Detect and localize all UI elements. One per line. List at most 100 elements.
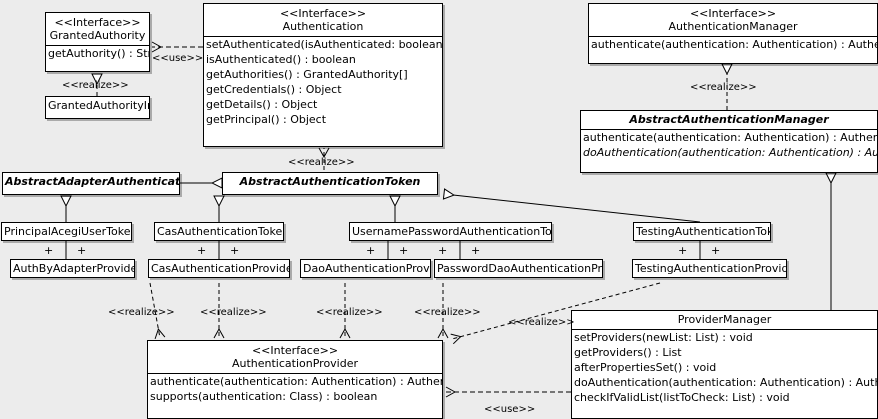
class-granted-authority-impl[interactable]: GrantedAuthorityImpl (45, 96, 150, 119)
class-name: AbstractAdapterAuthenticationToken (5, 175, 180, 188)
class-header: DaoAuthenticationProvider (301, 260, 430, 277)
operation: getDetails() : Object (206, 98, 318, 111)
edge-label-realize-testing: <<realize>> (508, 317, 575, 328)
edge-label-realize-cas: <<realize>> (200, 307, 267, 318)
class-header: AbstractAuthenticationManager (581, 111, 877, 129)
class-auth-by-adapter-provider[interactable]: AuthByAdapterProvider (10, 259, 135, 278)
stereotype-label: <<Interface>> (279, 7, 367, 20)
class-header: <<Interface>> AuthenticationManager (589, 4, 877, 36)
class-header: <<Interface>> Authentication (204, 4, 442, 36)
operation: afterPropertiesSet() : void (574, 361, 717, 374)
class-name: AuthByAdapterProvider (13, 262, 135, 275)
operation: doAuthentication(authentication: Authent… (574, 376, 877, 389)
class-principal-acegi-user-token[interactable]: PrincipalAcegiUserToken (1, 222, 132, 241)
operation: authenticate(authentication: Authenticat… (591, 38, 877, 51)
operations-compartment: setProviders(newList: List) : void getPr… (572, 329, 877, 405)
operation: authenticate(authentication: Authenticat… (150, 375, 442, 388)
edge-label-realize-authentication-manager: <<realize>> (690, 82, 757, 93)
class-testing-authentication-provider[interactable]: TestingAuthenticationProvider (632, 259, 787, 278)
class-name: Authentication (282, 20, 364, 33)
class-header: UsernamePasswordAuthenticationToken (350, 223, 552, 240)
class-authentication-manager[interactable]: <<Interface>> AuthenticationManager auth… (588, 3, 878, 64)
class-name: GrantedAuthority (49, 29, 146, 42)
class-name: CasAuthenticationToken (157, 225, 284, 238)
class-name: AuthenticationManager (668, 20, 798, 33)
stereotype-label: <<Interface>> (689, 7, 777, 20)
operations-compartment: authenticate(authentication: Authenticat… (589, 36, 877, 52)
operations-compartment: authenticate(authentication: Authenticat… (148, 373, 442, 404)
operation: getAuthorities() : GrantedAuthority[] (206, 68, 408, 81)
operation: setAuthenticated(isAuthenticated: boolea… (206, 38, 443, 51)
class-abstract-authentication-token[interactable]: AbstractAuthenticationToken (222, 172, 438, 195)
class-name: TestingAuthenticationProvider (635, 262, 787, 275)
operation: setProviders(newList: List) : void (574, 331, 753, 344)
association-marker: + (711, 244, 721, 257)
class-abstract-adapter-authentication-token[interactable]: AbstractAdapterAuthenticationToken (2, 172, 180, 195)
edge-label-use-authentication: <<use>> (152, 53, 204, 64)
class-name: AbstractAuthenticationToken (239, 175, 421, 188)
edge-label-use-provider-manager: <<use>> (484, 404, 536, 415)
class-granted-authority[interactable]: <<Interface>> GrantedAuthority getAuthor… (45, 12, 150, 72)
association-marker: + (77, 244, 87, 257)
class-username-password-authentication-token[interactable]: UsernamePasswordAuthenticationToken (349, 222, 552, 241)
class-testing-authentication-token[interactable]: TestingAuthenticationToken (633, 222, 771, 241)
edge-label-realize-granted-authority-impl: <<realize>> (62, 80, 129, 91)
class-dao-authentication-provider[interactable]: DaoAuthenticationProvider (300, 259, 431, 278)
stereotype-label: <<Interface>> (251, 344, 339, 357)
class-authentication[interactable]: <<Interface>> Authentication setAuthenti… (203, 3, 443, 147)
edge-label-realize-auth-by-adapter: <<realize>> (108, 307, 175, 318)
edge-label-realize-dao: <<realize>> (316, 307, 383, 318)
class-abstract-authentication-manager[interactable]: AbstractAuthenticationManager authentica… (580, 110, 878, 173)
class-header: AbstractAdapterAuthenticationToken (3, 173, 179, 191)
class-header: TestingAuthenticationProvider (633, 260, 787, 277)
class-authentication-provider[interactable]: <<Interface>> AuthenticationProvider aut… (147, 340, 443, 419)
operation: getCredentials() : Object (206, 83, 342, 96)
operation: getPrincipal() : Object (206, 113, 327, 126)
operations-compartment: setAuthenticated(isAuthenticated: boolea… (204, 36, 442, 127)
class-header: AbstractAuthenticationToken (223, 173, 437, 191)
class-cas-authentication-token[interactable]: CasAuthenticationToken (154, 222, 284, 241)
class-header: <<Interface>> GrantedAuthority (46, 13, 149, 45)
class-name: GrantedAuthorityImpl (48, 99, 149, 112)
class-cas-authentication-provider[interactable]: CasAuthenticationProvider (148, 259, 290, 278)
class-name: PrincipalAcegiUserToken (4, 225, 132, 238)
edge-label-realize-password-dao: <<realize>> (414, 307, 481, 318)
association-marker: + (471, 244, 481, 257)
operation: supports(authentication: Class) : boolea… (150, 390, 378, 403)
class-name: PasswordDaoAuthenticationProvider (437, 262, 602, 275)
class-name: CasAuthenticationProvider (151, 262, 290, 275)
association-marker: + (399, 244, 409, 257)
class-name: TestingAuthenticationToken (636, 225, 770, 238)
operation: authenticate(authentication: Authenticat… (583, 131, 877, 144)
class-name: ProviderManager (677, 313, 772, 326)
class-provider-manager[interactable]: ProviderManager setProviders(newList: Li… (571, 310, 878, 419)
association-marker: + (366, 244, 376, 257)
stereotype-label: <<Interface>> (54, 16, 141, 29)
association-marker: + (197, 244, 207, 257)
operations-compartment: authenticate(authentication: Authenticat… (581, 129, 877, 160)
operation: checkIfValidList(listToCheck: List) : vo… (574, 391, 790, 404)
class-password-dao-authentication-provider[interactable]: PasswordDaoAuthenticationProvider (434, 259, 603, 278)
class-name: UsernamePasswordAuthenticationToken (352, 225, 552, 238)
operation: doAuthentication(authentication: Authent… (583, 146, 877, 159)
class-header: PasswordDaoAuthenticationProvider (435, 260, 602, 277)
class-header: CasAuthenticationProvider (149, 260, 290, 277)
operation: getAuthority() : String (48, 47, 149, 60)
class-name: AuthenticationProvider (231, 357, 359, 370)
class-header: CasAuthenticationToken (155, 223, 284, 240)
association-marker: + (438, 244, 448, 257)
class-name: DaoAuthenticationProvider (303, 262, 430, 275)
operation: isAuthenticated() : boolean (206, 53, 356, 66)
class-header: <<Interface>> AuthenticationProvider (148, 341, 442, 373)
class-header: ProviderManager (572, 311, 877, 329)
association-marker: + (678, 244, 688, 257)
class-header: TestingAuthenticationToken (634, 223, 770, 240)
class-header: GrantedAuthorityImpl (46, 97, 149, 115)
association-marker: + (230, 244, 240, 257)
operation: getProviders() : List (574, 346, 682, 359)
class-name: AbstractAuthenticationManager (629, 113, 829, 126)
edge-label-realize-abstract-authentication-token: <<realize>> (288, 157, 355, 168)
operations-compartment: getAuthority() : String (46, 45, 149, 61)
class-header: PrincipalAcegiUserToken (2, 223, 132, 240)
